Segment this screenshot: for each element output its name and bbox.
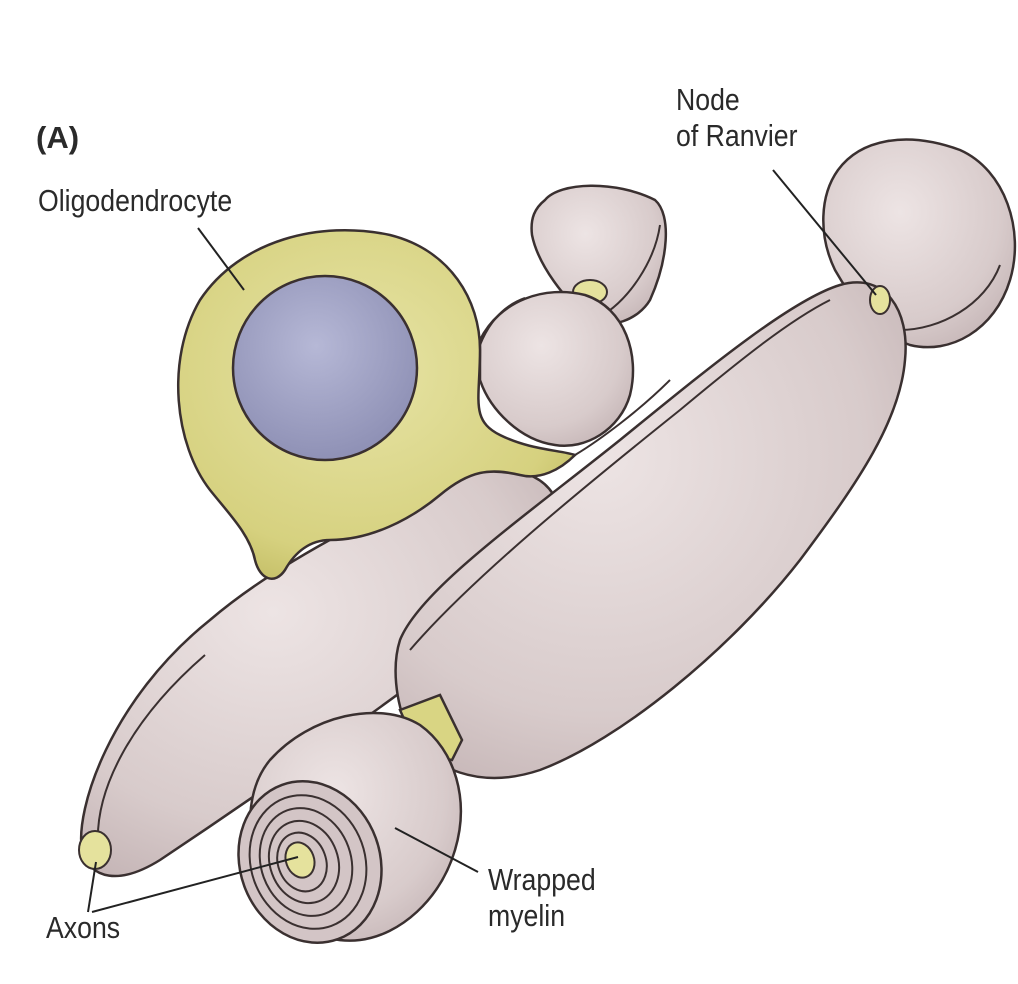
myelin-segment-middle-back [478, 290, 635, 447]
leader-axon-center [91, 856, 299, 913]
panel-letter: (A) [36, 120, 80, 155]
label-oligodendrocyte: Oligodendrocyte [38, 183, 233, 218]
label-wrapped-line1: Wrapped [488, 862, 596, 897]
leader-node [772, 169, 877, 296]
label-node-of-ranvier: Node of Ranvier [676, 82, 798, 154]
label-node-line2: of Ranvier [676, 118, 798, 153]
wrapped-myelin-segment [237, 711, 462, 944]
label-node-line1: Node [676, 82, 740, 117]
leader-oligodendrocyte [197, 227, 245, 291]
leader-wrapped-myelin [394, 827, 479, 873]
label-axons: Axons [46, 910, 121, 945]
myelin-segment-right-long [394, 281, 907, 779]
leader-lines [87, 169, 877, 913]
leader-axon-left [87, 861, 97, 913]
label-wrapped-line2: myelin [488, 898, 566, 933]
oligodendrocyte-cell [177, 229, 578, 580]
nucleus [231, 274, 419, 462]
label-wrapped-myelin: Wrapped myelin [488, 862, 596, 934]
